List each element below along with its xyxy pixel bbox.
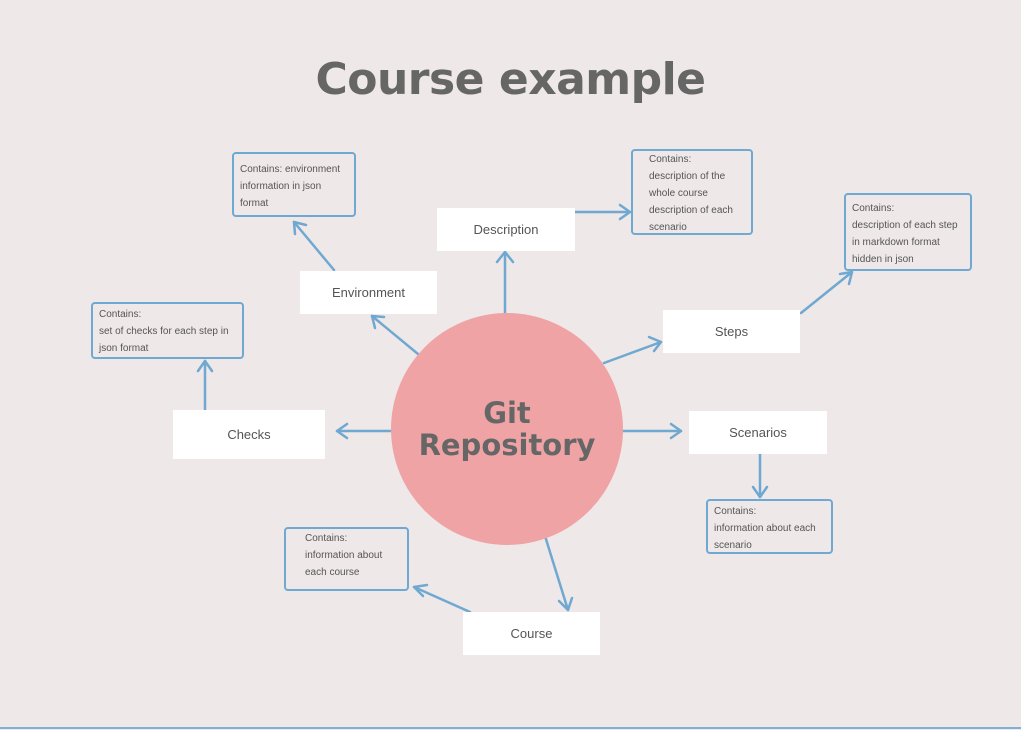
checks-note: Contains: set of checks for each step in…: [91, 302, 244, 359]
steps-note: Contains: description of each step in ma…: [844, 193, 972, 271]
arrow-to-course: [543, 534, 570, 612]
arrow-course-note: [412, 585, 472, 614]
environment-node: Environment: [300, 271, 437, 314]
description-node: Description: [437, 208, 575, 251]
git-repository-circle: Git Repository: [391, 313, 623, 545]
bottom-divider: [0, 727, 1021, 729]
course-note: Contains: information about each course: [284, 527, 409, 591]
arrow-steps-note: [799, 270, 854, 315]
page-title: Course example: [315, 54, 706, 105]
arrow-to-environment: [370, 314, 420, 356]
description-note: Contains: description of the whole cours…: [631, 149, 753, 235]
arrow-to-steps: [602, 340, 663, 365]
steps-node: Steps: [663, 310, 800, 353]
environment-note: Contains: environment information in jso…: [232, 152, 356, 217]
checks-node: Checks: [173, 410, 325, 459]
arrow-environment-note: [292, 220, 336, 272]
scenarios-node: Scenarios: [689, 411, 827, 454]
course-node: Course: [463, 612, 600, 655]
scenarios-note: Contains: information about each scenari…: [706, 499, 833, 554]
git-repository-label: Git Repository: [418, 396, 596, 462]
